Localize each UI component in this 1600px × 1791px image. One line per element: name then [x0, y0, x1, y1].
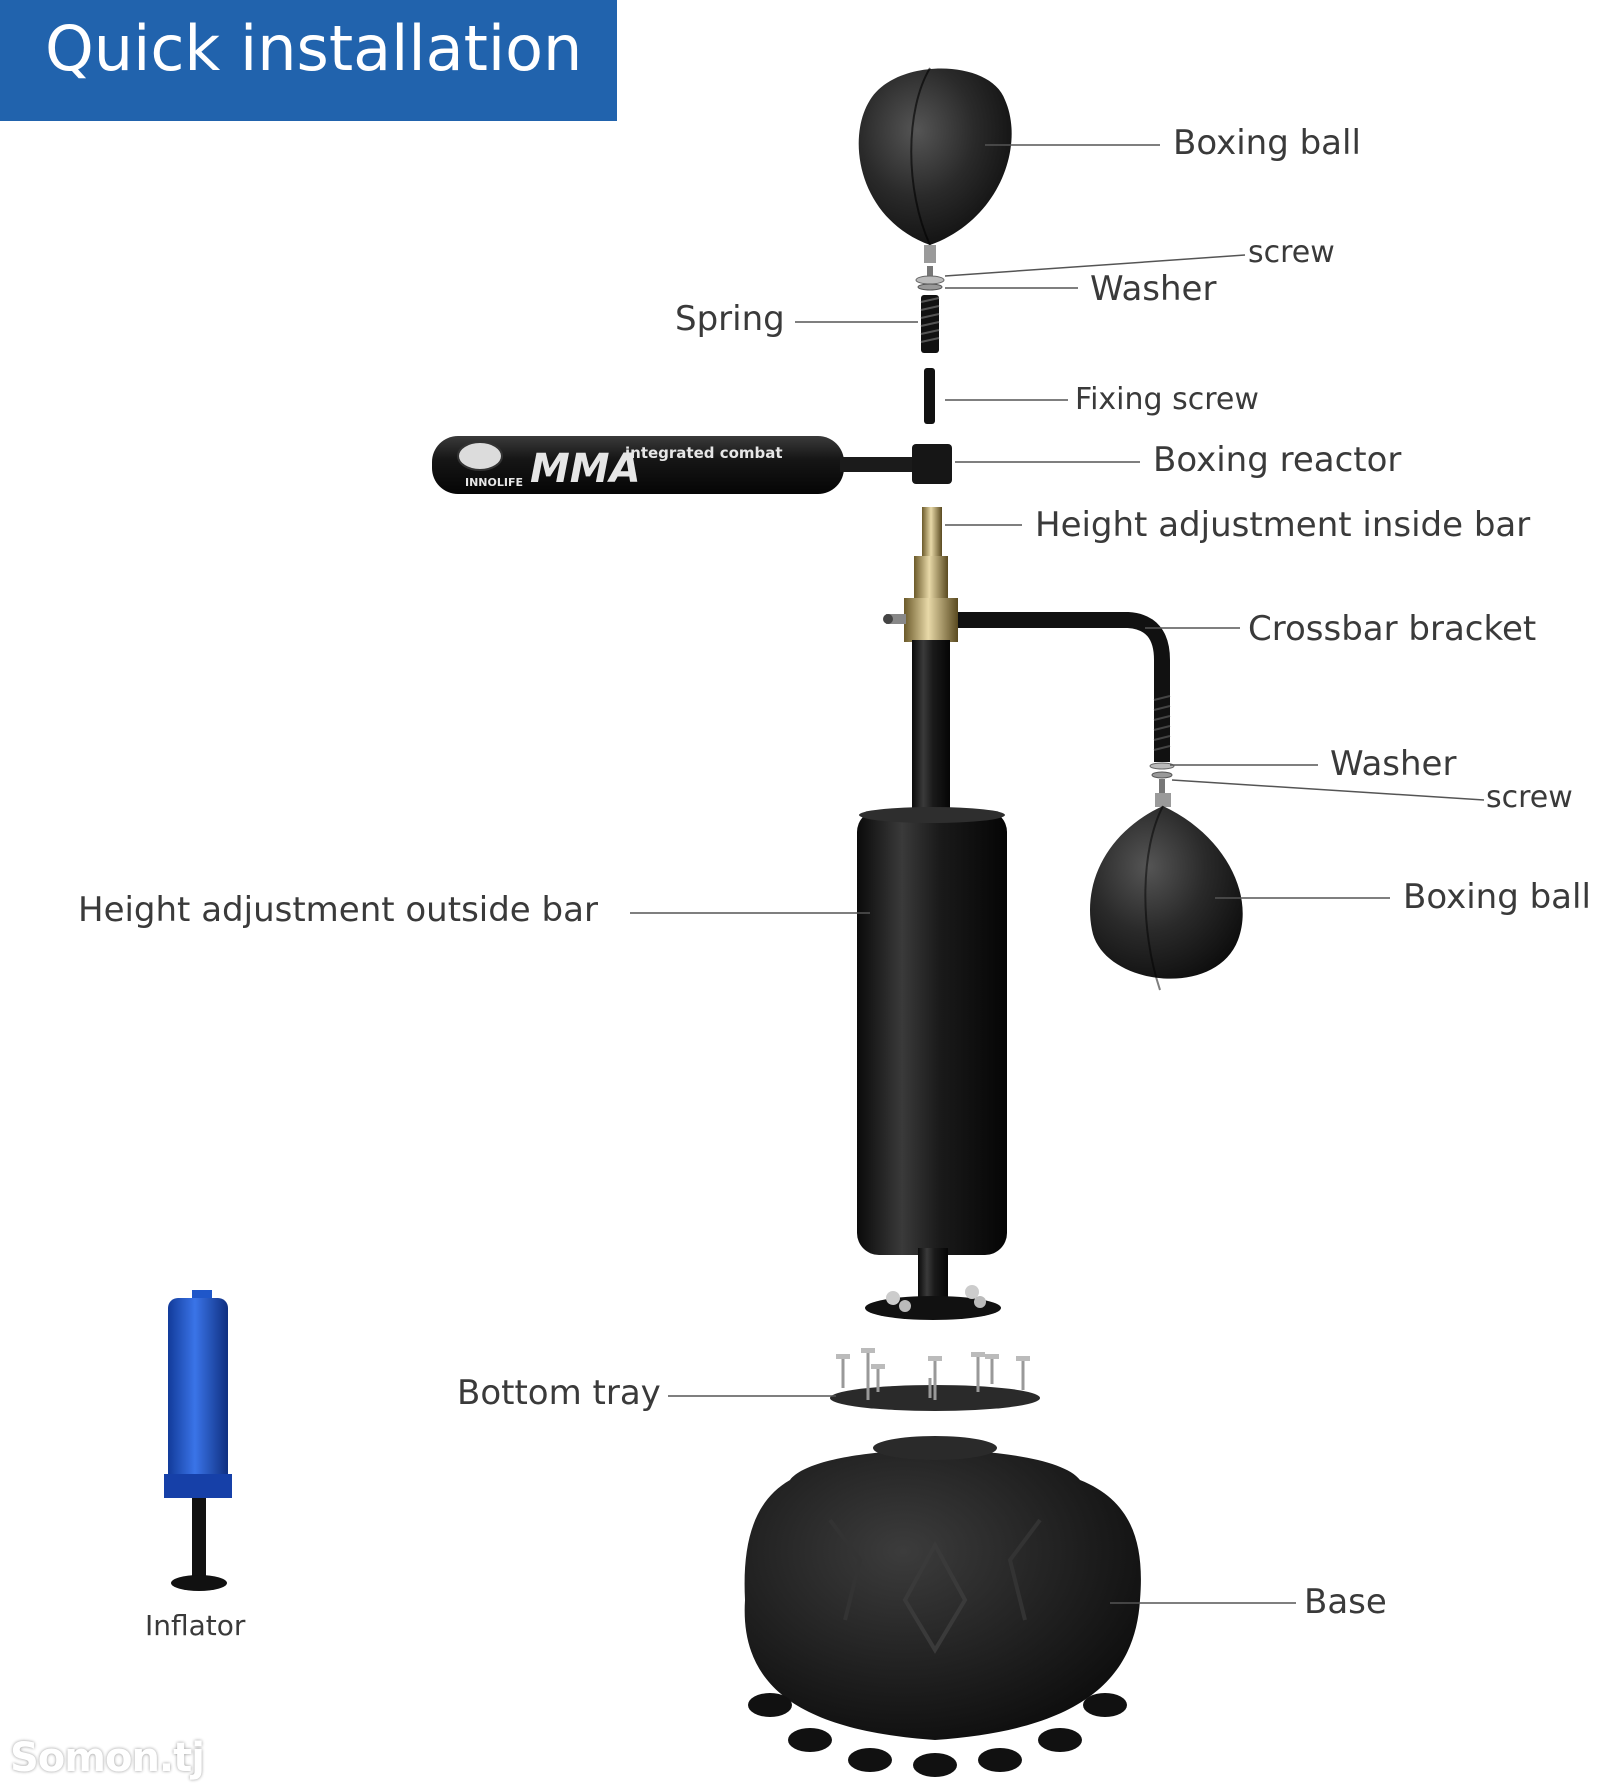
crossbar-spring: [1153, 695, 1171, 751]
label-height-inside-bar: Height adjustment inside bar: [1035, 505, 1531, 545]
spring-part: [920, 295, 940, 353]
label-boxing-ball-side: Boxing ball: [1403, 877, 1591, 917]
label-fixing-screw: Fixing screw: [1075, 382, 1259, 417]
inflator-part: [164, 1290, 232, 1591]
reactor-tagline-text: integrated combat: [625, 444, 783, 462]
height-adjustment-outside-bar-part: [857, 807, 1007, 1320]
label-crossbar-bracket: Crossbar bracket: [1248, 609, 1537, 649]
base-part: [744, 1436, 1141, 1777]
reactor-maker-text: INNOLIFE: [465, 476, 523, 489]
boxing-reactor-part: MMA integrated combat INNOLIFE: [432, 436, 952, 494]
bottom-tray-part: [830, 1348, 1040, 1411]
boxing-ball-side: [1089, 793, 1243, 991]
label-washer-side: Washer: [1330, 744, 1457, 784]
label-base: Base: [1304, 1582, 1387, 1622]
page-title: Quick installation: [45, 12, 583, 85]
screw-washer-side: [1149, 762, 1175, 793]
label-screw-top: screw: [1248, 235, 1335, 270]
leader-lines: [630, 144, 1485, 1604]
label-boxing-reactor: Boxing reactor: [1153, 440, 1402, 480]
label-bottom-tray: Bottom tray: [457, 1373, 661, 1413]
screw-washer-top: [915, 266, 945, 291]
label-boxing-ball-top: Boxing ball: [1173, 123, 1361, 163]
watermark: Somon.tj: [10, 1735, 205, 1781]
title-banner: Quick installation: [0, 0, 617, 121]
label-washer-top: Washer: [1090, 269, 1217, 309]
label-spring: Spring: [675, 299, 785, 339]
boxing-ball-top: [858, 67, 1012, 263]
label-screw-side: screw: [1486, 780, 1573, 815]
height-adjustment-inside-bar-part: [883, 507, 958, 815]
reactor-brand-text: MMA: [530, 446, 641, 492]
label-height-outside-bar: Height adjustment outside bar: [78, 890, 598, 930]
label-inflator: Inflator: [145, 1609, 246, 1642]
crossbar-bracket-part: [958, 612, 1170, 762]
fixing-screw-part: [924, 368, 935, 424]
